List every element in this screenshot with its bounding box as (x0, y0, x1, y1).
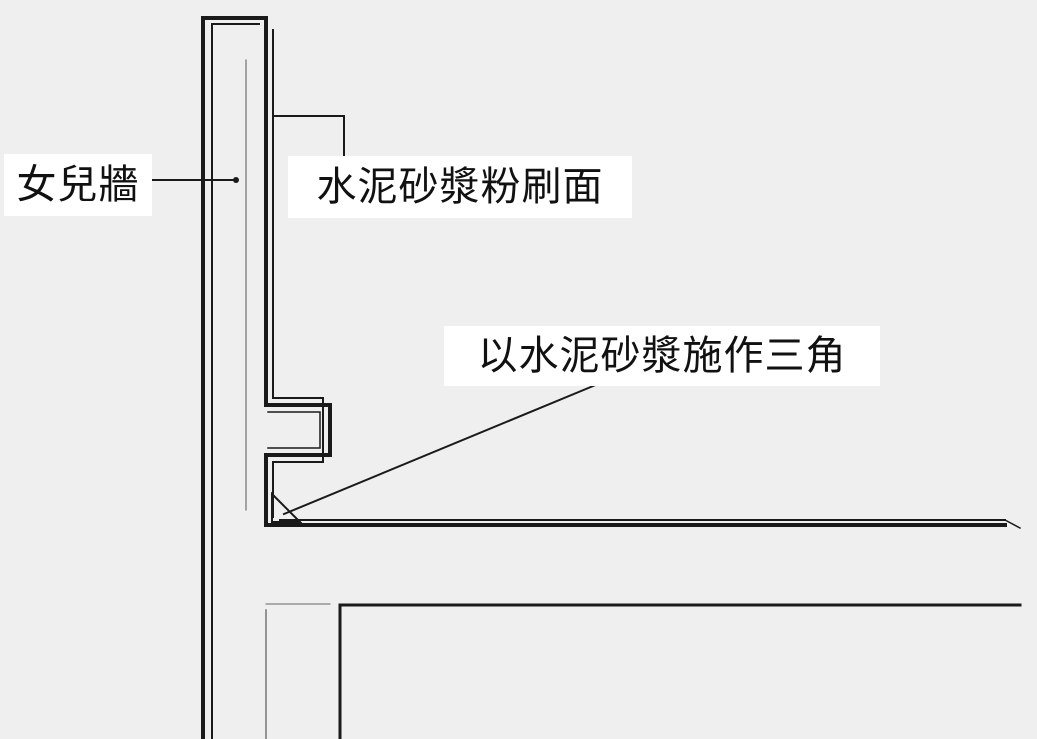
parapet-wall-inner-line (211, 23, 260, 739)
label-mortar-plaster-surface: 水泥砂漿粉刷面 (288, 156, 632, 218)
drip-groove-line (267, 411, 321, 449)
mortar-cant-triangle (271, 491, 303, 523)
label-mortar-cant-triangle: 以水泥砂漿施作三角 (444, 326, 880, 386)
leader-dot-parapet (233, 177, 239, 183)
leader-line-triangle (282, 382, 600, 516)
plaster-top-step (272, 115, 345, 159)
roof-surface-edge (1003, 518, 1022, 530)
label-parapet-wall: 女兒牆 (4, 154, 152, 216)
plaster-surface-line (272, 29, 324, 518)
parapet-wall-outline (201, 16, 1007, 739)
